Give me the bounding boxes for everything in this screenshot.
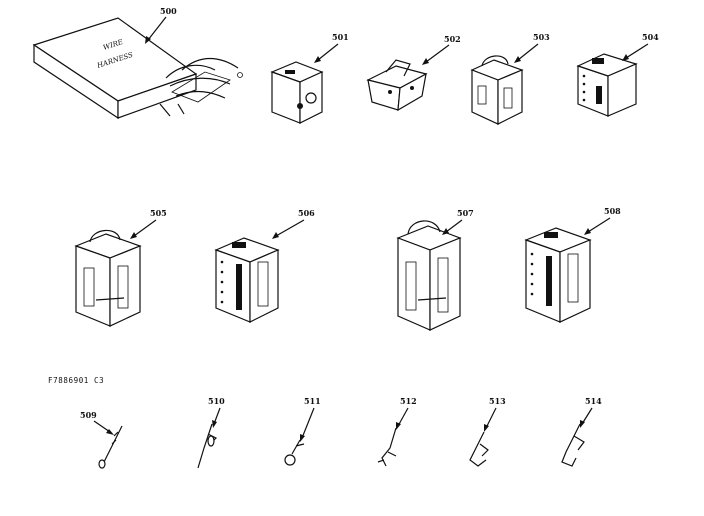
part-label-506: 506 (298, 208, 315, 218)
part-label-503: 503 (533, 32, 550, 42)
part-513: 513 (469, 396, 506, 467)
part-label-513: 513 (489, 396, 506, 406)
part-502: 502 (366, 34, 461, 112)
part-505: 505 (74, 208, 167, 327)
part-label-510: 510 (208, 396, 225, 406)
part-506: 506 (214, 208, 315, 323)
part-504: 504 (576, 32, 659, 117)
part-label-507: 507 (457, 208, 474, 218)
part-507: 507 (396, 208, 474, 331)
part-511: 511 (284, 396, 321, 466)
document-code: F7886901 C3 (48, 376, 104, 385)
part-500: WIRE HARNESS 500 (32, 6, 243, 120)
part-label-508: 508 (604, 206, 621, 216)
part-label-511: 511 (304, 396, 321, 406)
part-503: 503 (470, 32, 550, 125)
part-label-500: 500 (160, 6, 177, 16)
part-512: 512 (377, 396, 417, 467)
part-514: 514 (561, 396, 602, 467)
part-label-512: 512 (400, 396, 417, 406)
part-label-509: 509 (80, 410, 97, 420)
part-label-504: 504 (642, 32, 659, 42)
part-510: 510 (197, 396, 225, 469)
part-508: 508 (524, 206, 621, 323)
part-509: 509 (80, 410, 123, 469)
part-label-505: 505 (150, 208, 167, 218)
part-label-514: 514 (585, 396, 602, 406)
part-label-502: 502 (444, 34, 461, 44)
part-label-501: 501 (332, 32, 349, 42)
part-501: 501 (270, 32, 349, 124)
